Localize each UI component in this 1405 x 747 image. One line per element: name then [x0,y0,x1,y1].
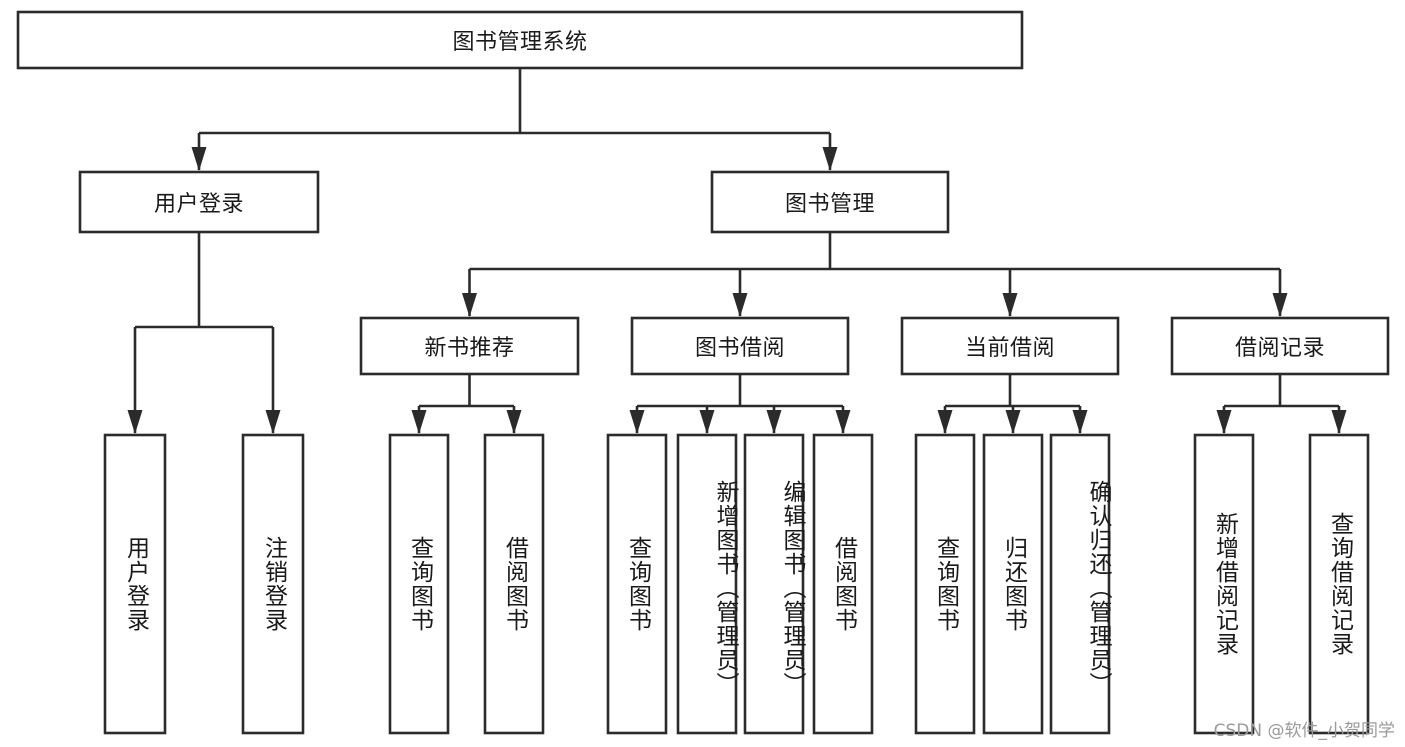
arrow-head-icon [937,410,953,434]
node-box-leaf-query-book-current[interactable] [914,433,976,735]
arrow-head-icon [1002,293,1018,317]
arrow-head-icon [411,410,427,434]
arrow-head-icon [1272,293,1288,317]
node-box-root[interactable] [16,10,1024,70]
node-box-leaf-return-book[interactable] [982,433,1044,735]
node-box-current-borrow[interactable] [900,316,1120,376]
node-box-borrow-record[interactable] [1170,316,1390,376]
node-box-leaf-borrow-book[interactable] [812,433,874,735]
node-box-book-management[interactable] [710,170,950,234]
arrow-head-icon [1005,410,1021,434]
node-box-book-borrow[interactable] [630,316,850,376]
node-box-leaf-edit-book[interactable] [743,433,805,735]
arrow-head-icon [629,410,645,434]
node-box-leaf-user-login[interactable] [103,433,167,735]
arrow-head-icon [191,147,207,171]
arrow-head-icon [462,293,477,317]
node-box-leaf-borrow-book-recommend[interactable] [483,433,545,735]
arrow-head-icon [265,410,281,434]
arrow-head-icon [1331,410,1347,434]
connectors-group [127,68,1347,434]
node-box-leaf-query-book-recommend[interactable] [388,433,450,735]
arrow-head-icon [1072,410,1088,434]
node-box-user-login[interactable] [78,170,320,234]
node-box-leaf-add-borrow-record[interactable] [1193,433,1255,735]
node-box-leaf-query-borrow-record[interactable] [1308,433,1370,735]
arrow-head-icon [822,147,838,171]
node-box-leaf-confirm-return[interactable] [1049,433,1111,735]
arrow-head-icon [127,410,143,434]
arrow-head-icon [1216,410,1232,434]
node-boxes-group [16,10,1390,735]
node-box-leaf-add-book[interactable] [676,433,738,735]
arrow-head-icon [699,410,715,434]
arrow-head-icon [835,410,851,434]
node-box-leaf-query-book-borrow[interactable] [606,433,668,735]
arrow-head-icon [766,410,782,434]
arrow-head-icon [506,410,522,434]
node-box-new-book-recommend[interactable] [359,316,580,376]
node-box-leaf-logout[interactable] [241,433,305,735]
arrow-head-icon [732,293,748,317]
